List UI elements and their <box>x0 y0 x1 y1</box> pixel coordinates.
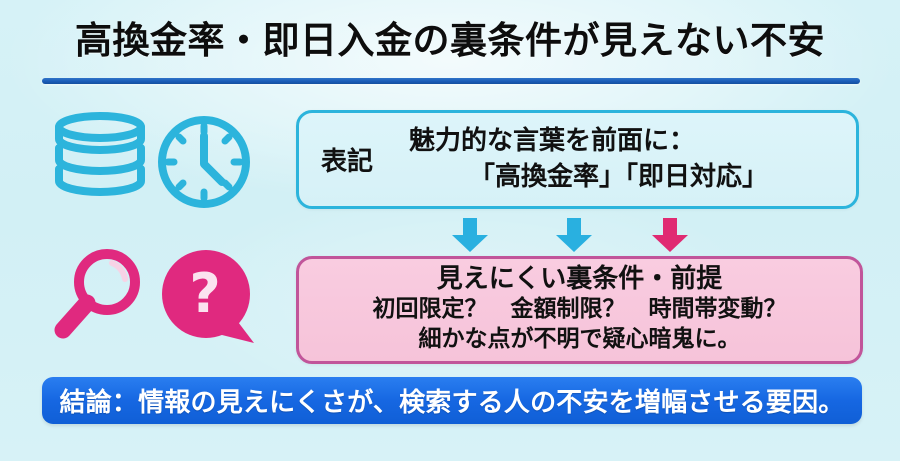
page-title: 高換金率・即日入金の裏条件が見えない不安 <box>75 19 825 62</box>
hidden-conditions-line-1: 初回限定？ 金額制限？ 時間帯変動？ <box>372 295 787 322</box>
svg-text:?: ? <box>189 262 220 325</box>
expression-line-1: 魅力的な言葉を前面に： <box>409 126 696 157</box>
hidden-conditions-line-2: 細かな点が不明で疑心暗鬼に。 <box>418 325 741 352</box>
expression-line-2: 「高換金率」「即日対応」 <box>469 161 769 192</box>
coin-stack-icon <box>52 112 148 200</box>
expression-box: 表記 魅力的な言葉を前面に： 「高換金率」「即日対応」 <box>296 110 859 209</box>
hidden-conditions-box: 見えにくい裏条件・前提 初回限定？ 金額制限？ 時間帯変動？ 細かな点が不明で疑… <box>296 256 863 364</box>
hidden-conditions-heading: 見えにくい裏条件・前提 <box>436 263 723 294</box>
title-underline-divider <box>42 78 860 84</box>
expression-box-lines: 魅力的な言葉を前面に： 「高換金率」「即日対応」 <box>403 124 834 195</box>
conclusion-bar: 結論：情報の見えにくさが、検索する人の不安を増幅させる要因。 <box>42 377 862 424</box>
clock-icon <box>152 112 256 212</box>
magnifier-icon <box>50 246 148 346</box>
title-block: 高換金率・即日入金の裏条件が見えない不安 <box>0 19 900 62</box>
question-speech-bubble-icon: ? <box>158 246 258 346</box>
expression-box-label: 表記 <box>321 147 374 177</box>
conclusion-text: 結論：情報の見えにくさが、検索する人の不安を増幅させる要因。 <box>59 388 845 418</box>
